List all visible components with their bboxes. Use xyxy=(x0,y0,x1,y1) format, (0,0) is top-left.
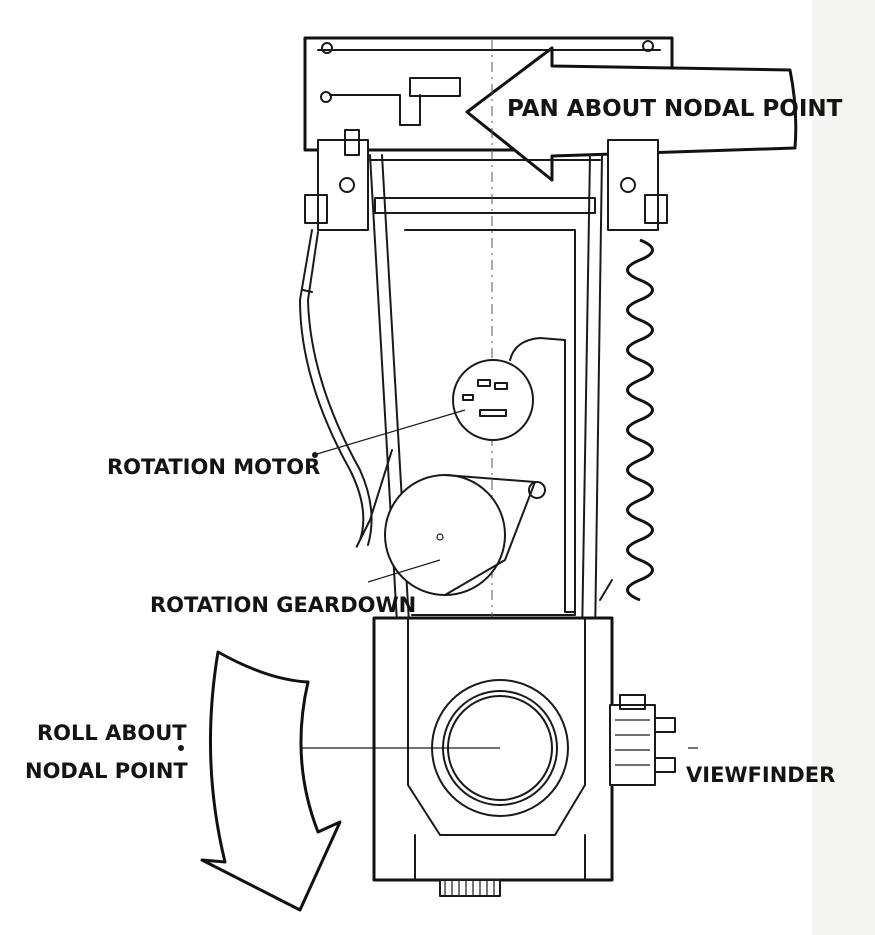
left-cable xyxy=(299,229,393,548)
rotation-motor xyxy=(452,337,576,613)
rotation-geardown-label: ROTATION GEARDOWN xyxy=(150,593,416,617)
pan-arrow: PAN ABOUT NODAL POINT xyxy=(465,46,843,182)
hinge-left xyxy=(304,129,369,231)
viewfinder xyxy=(609,694,676,786)
rotation-geardown xyxy=(384,474,546,596)
coiled-cable xyxy=(599,238,654,602)
leader-lines xyxy=(178,409,698,751)
pan-label: PAN ABOUT NODAL POINT xyxy=(507,96,843,122)
roll-label-line1: ROLL ABOUT xyxy=(37,721,187,745)
roll-arrow xyxy=(200,650,342,912)
camera-body xyxy=(300,616,614,897)
inner-frame xyxy=(404,229,576,616)
paper-edge xyxy=(812,0,875,935)
roll-label-line2: NODAL POINT xyxy=(25,759,188,783)
hinge-right xyxy=(607,139,668,231)
rotation-motor-label: ROTATION MOTOR xyxy=(107,455,320,479)
viewfinder-label: VIEWFINDER xyxy=(686,763,835,787)
